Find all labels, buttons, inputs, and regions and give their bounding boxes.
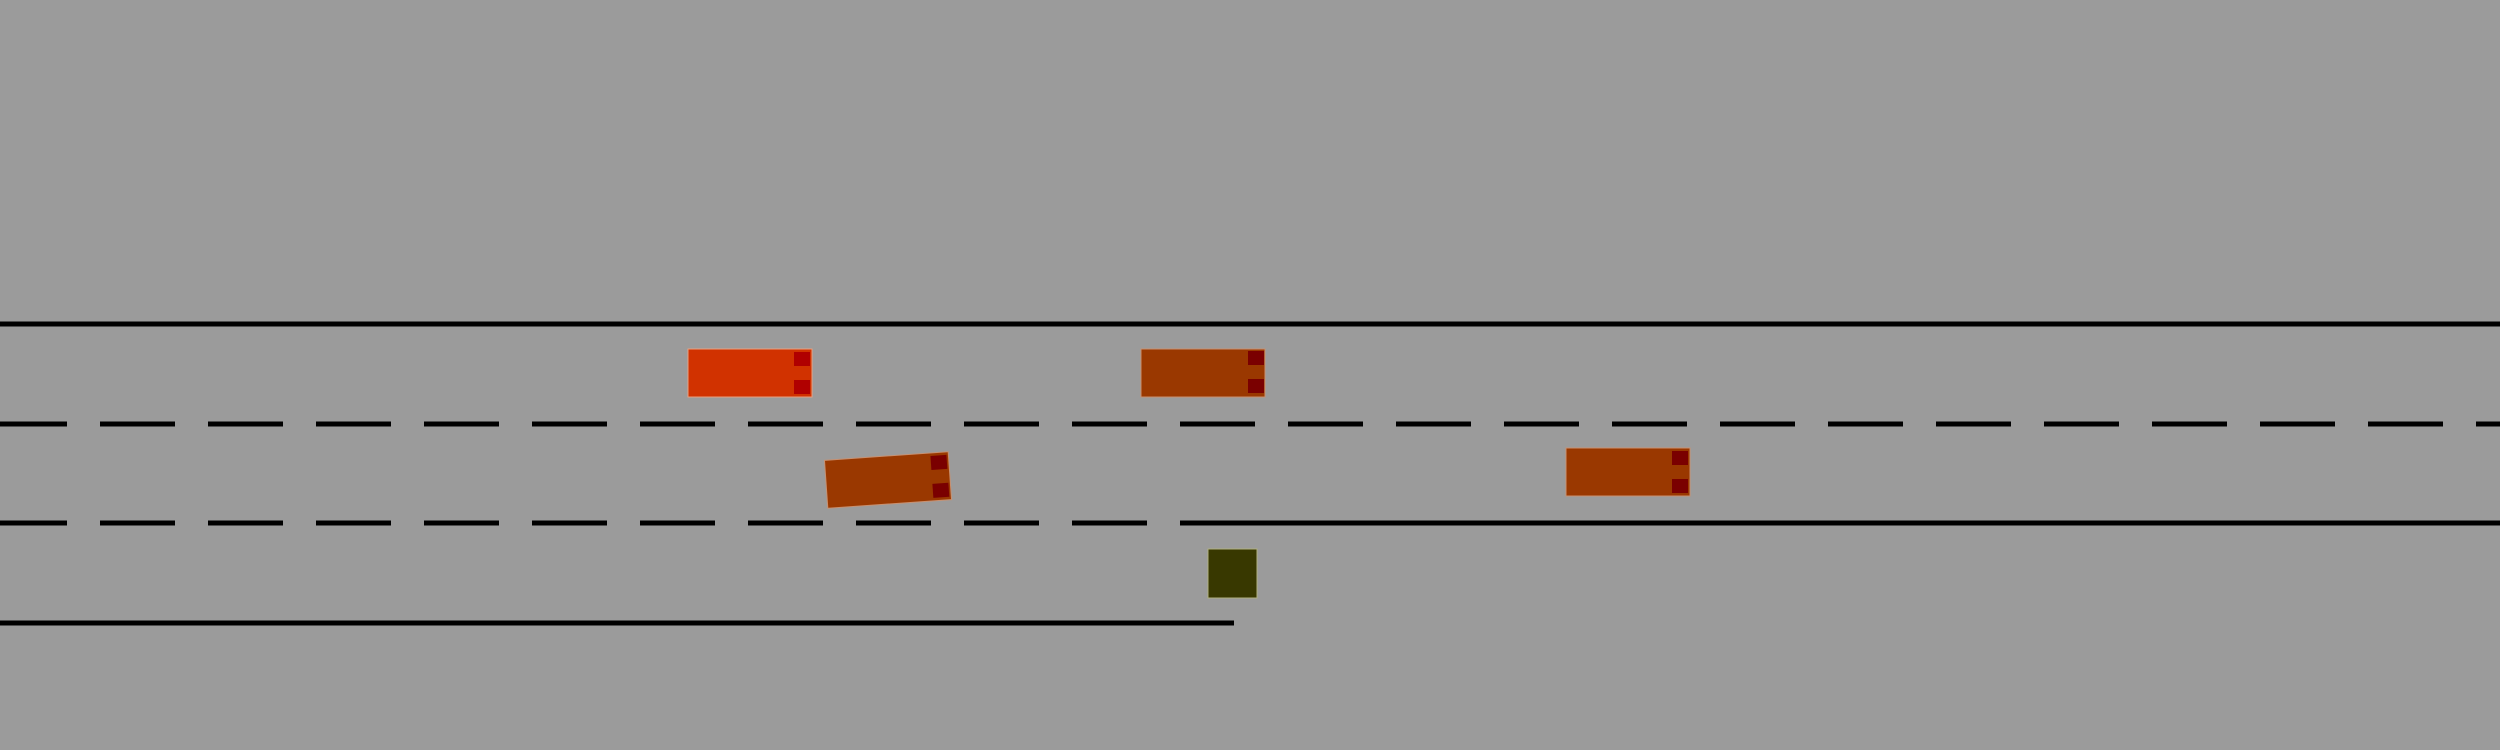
tail-light <box>1248 379 1264 393</box>
vehicle <box>1565 447 1691 497</box>
tail-light <box>1248 351 1264 365</box>
tail-light <box>1672 451 1688 465</box>
tail-light <box>930 454 948 470</box>
ego-vehicle <box>687 348 813 398</box>
vehicle <box>1140 348 1266 398</box>
tail-light <box>794 352 810 366</box>
tail-light <box>1672 479 1688 493</box>
vehicle-changing-lane <box>823 451 953 509</box>
tail-light <box>932 482 950 498</box>
static-obstacle <box>1207 548 1258 599</box>
tail-light <box>794 380 810 394</box>
